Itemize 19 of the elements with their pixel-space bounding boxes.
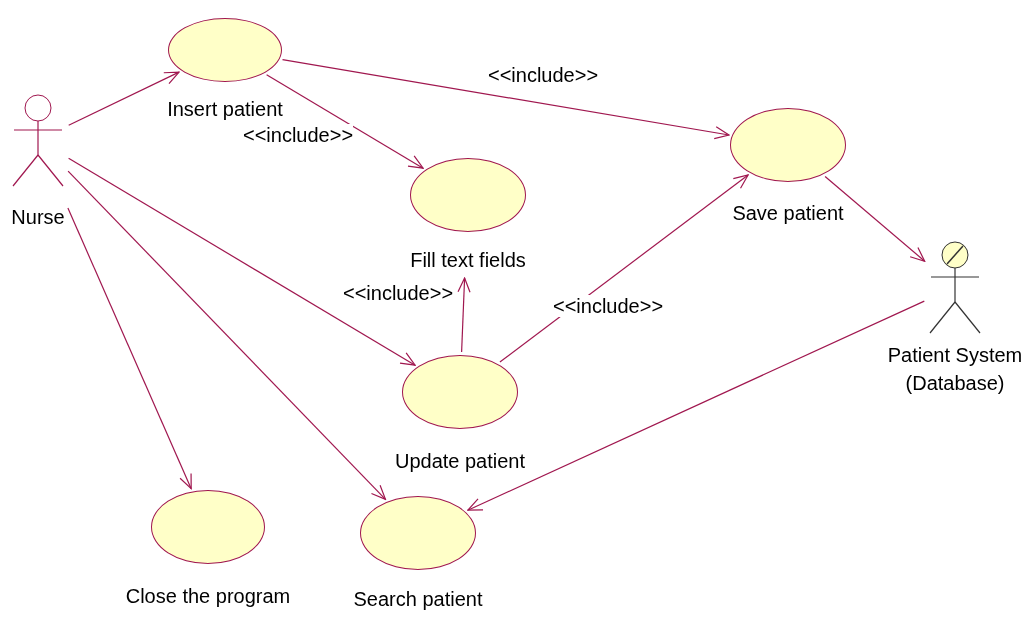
- use-case-label: Close the program: [125, 584, 291, 608]
- use-case-label: Save patient: [732, 201, 844, 225]
- association-arrow: [467, 300, 925, 511]
- association-arrow: [67, 207, 192, 490]
- association-arrow: [68, 71, 180, 126]
- association-arrow: [457, 277, 471, 353]
- association-arrow: [266, 74, 424, 169]
- use-case-label: Search patient: [353, 587, 483, 611]
- actor-label: Nurse: [11, 205, 65, 229]
- association-arrow: [499, 174, 749, 363]
- association-arrow: [824, 175, 926, 262]
- association-arrow: [281, 59, 730, 140]
- association-arrow: [67, 170, 387, 500]
- use-case-label: Update patient: [394, 449, 526, 473]
- use-case-label: Fill text fields: [410, 248, 526, 272]
- association-arrow: [68, 157, 416, 366]
- edge-label: <<include>>: [553, 295, 664, 317]
- actor-label: Patient System (Database): [886, 343, 1024, 396]
- use-case-label: Insert patient: [167, 97, 283, 121]
